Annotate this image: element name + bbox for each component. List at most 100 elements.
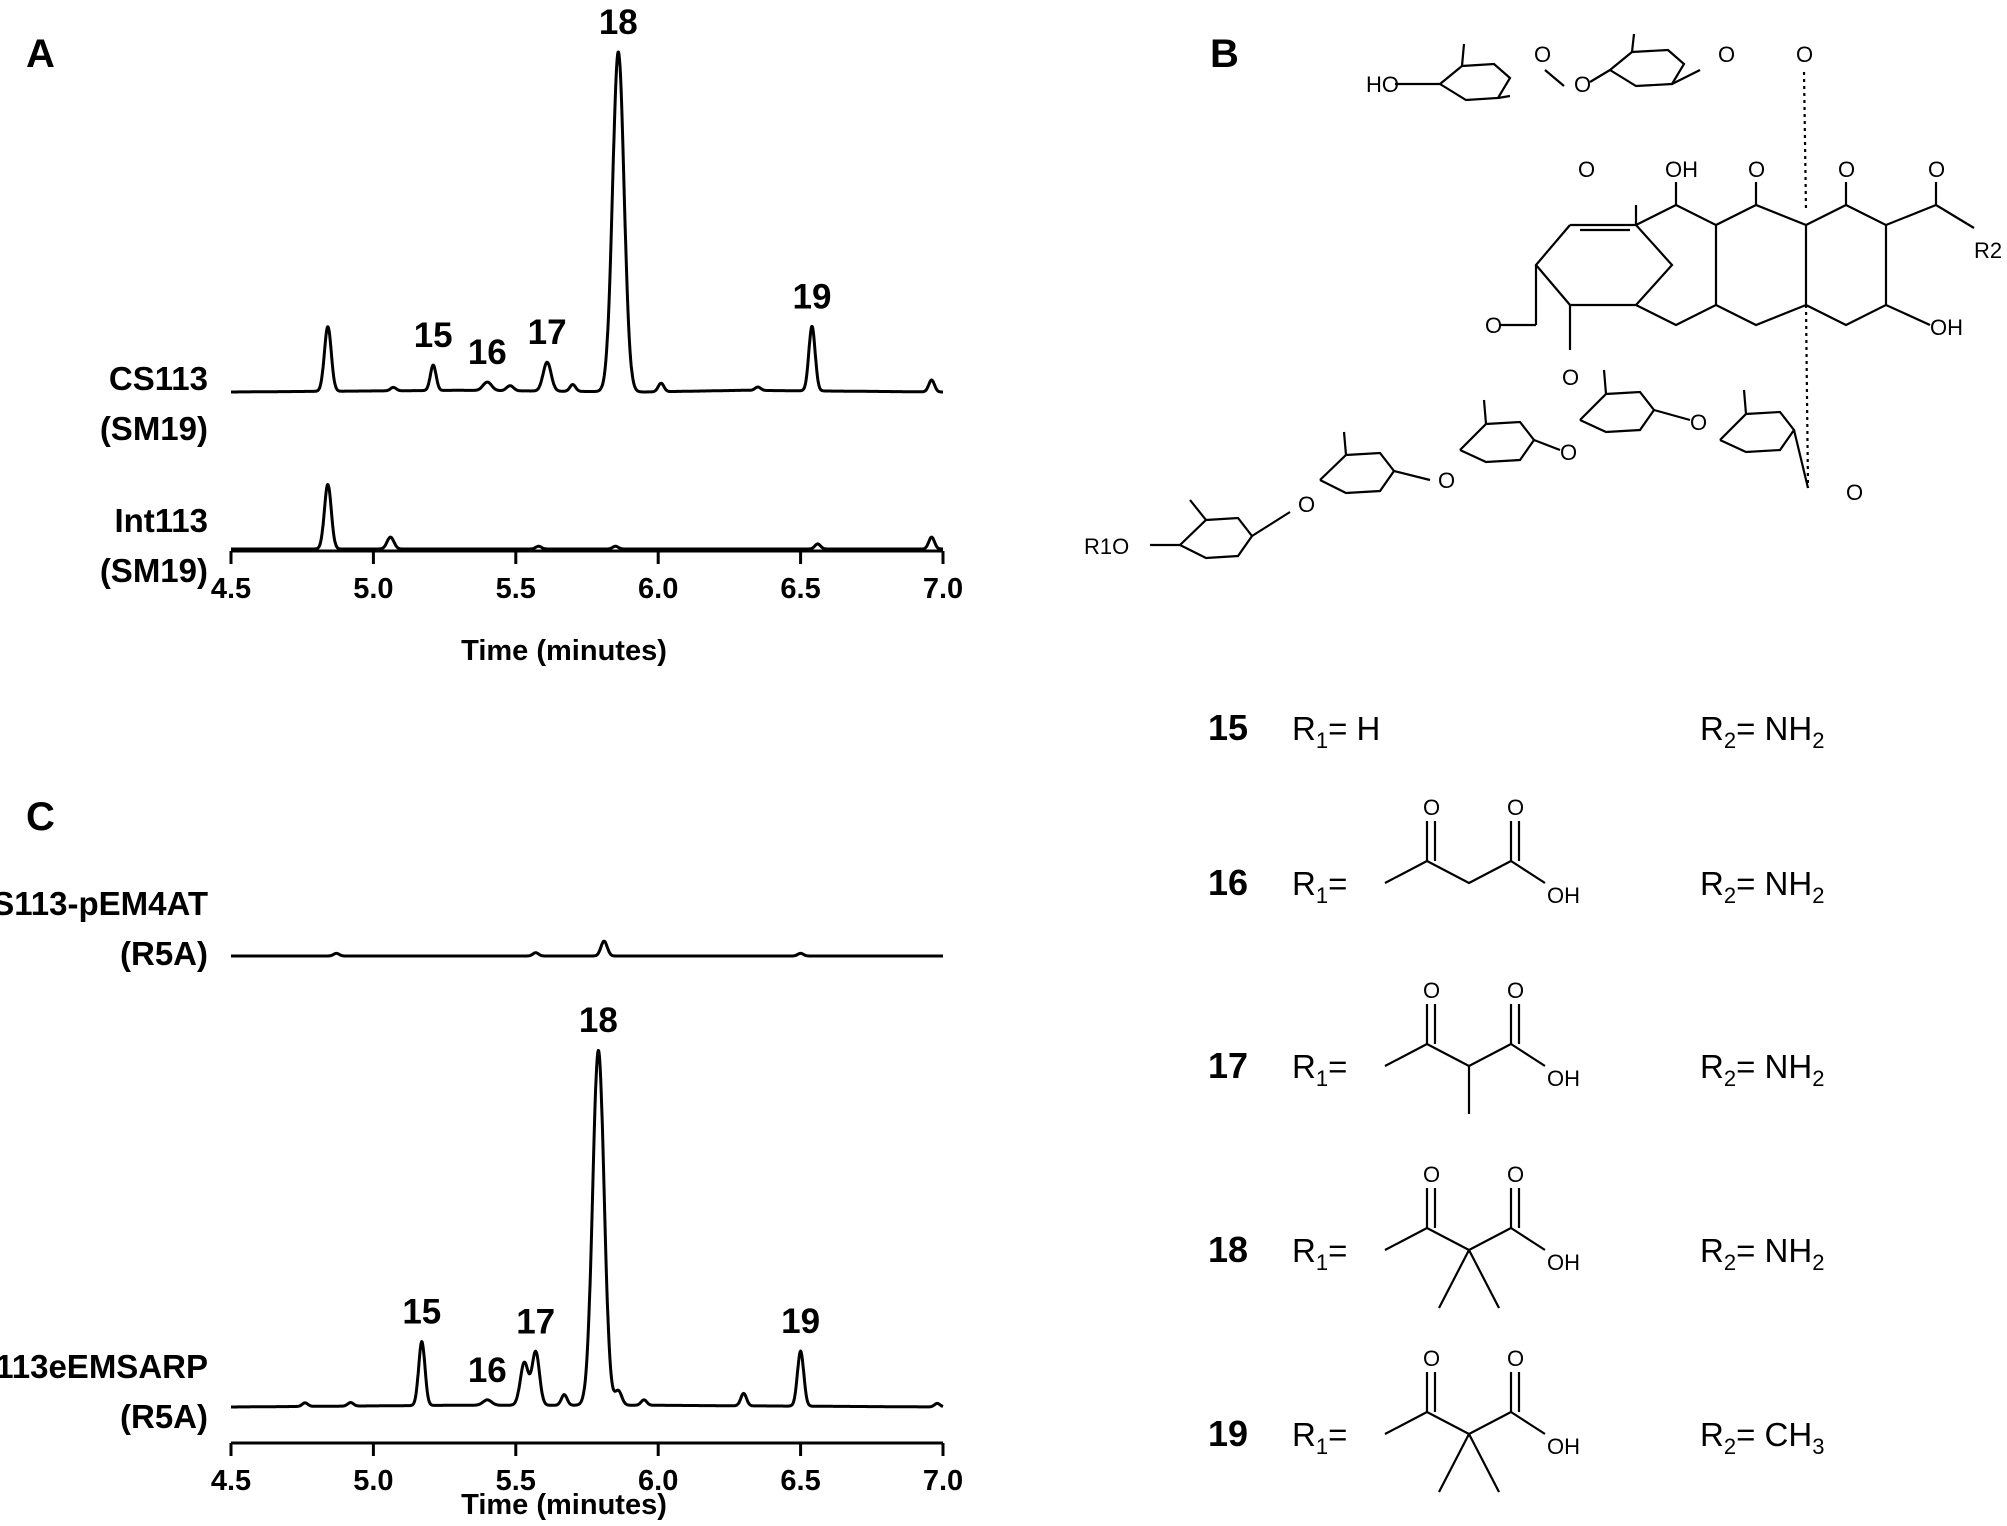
acyl-group-skeleton <box>1384 1004 1546 1114</box>
trace-line <box>230 483 944 551</box>
trace-line <box>230 50 944 394</box>
x-tick-label: 7.0 <box>923 1465 963 1497</box>
compound-row: 18 R1= R2= NH2 O O OH <box>1208 1162 1824 1309</box>
ring-oxygen-label: O <box>1298 492 1315 517</box>
ring-oxygen-label: O <box>1438 468 1455 493</box>
sugar-ring <box>1395 43 1512 102</box>
trace-label-line1: CS113 <box>109 360 208 397</box>
ring-oxygen-label: O <box>1574 72 1591 97</box>
trace-line <box>230 939 944 958</box>
hydroxyl-label: OH <box>1547 1250 1580 1275</box>
trace-label-line2: (R5A) <box>120 1398 208 1435</box>
x-tick-label: 5.5 <box>496 1465 536 1497</box>
peak-label: 16 <box>468 1351 507 1390</box>
r2-definition: R2= NH2 <box>1700 865 1824 908</box>
x-tick-label: 6.0 <box>638 1465 678 1497</box>
carbonyl-oxygen-label: O <box>1423 978 1440 1003</box>
compound-number: 17 <box>1208 1045 1248 1086</box>
compound-number: 15 <box>1208 707 1248 748</box>
hydroxyl-label: OH <box>1547 1066 1580 1091</box>
hydroxyl-label: OH <box>1547 1434 1580 1459</box>
peak-label: 16 <box>468 333 507 372</box>
r2-definition: R2= NH2 <box>1700 1048 1824 1091</box>
peak-label: 18 <box>579 1001 618 1040</box>
aglycone-core <box>1500 182 1975 489</box>
carbonyl-oxygen-label: O <box>1423 1346 1440 1371</box>
keto-oxygen-label: O <box>1748 157 1765 182</box>
trace-line <box>230 1049 944 1409</box>
peak-label: 18 <box>599 3 638 42</box>
compound-number: 18 <box>1208 1229 1248 1270</box>
sugar-chain <box>1150 369 1810 560</box>
trace-label-line1: CS113-pEM4AT <box>0 885 208 922</box>
hydroxyl-label: OH <box>1547 883 1580 908</box>
hydroxyl-label: HO <box>1366 72 1399 97</box>
x-tick-label: 4.5 <box>211 573 251 605</box>
panel-letter-c: C <box>26 795 55 839</box>
r2-definition: R2= CH3 <box>1700 1416 1824 1459</box>
trace-label-line2: (SM19) <box>100 410 208 447</box>
x-tick-label: 5.0 <box>353 1465 393 1497</box>
peak-label: 19 <box>793 277 832 316</box>
ring-oxygen-label: O <box>1718 42 1735 67</box>
x-tick-label: 6.5 <box>780 573 820 605</box>
r2-definition: R2= NH2 <box>1700 1232 1824 1275</box>
chemical-structure: HO O O O O <box>1084 33 2002 1493</box>
acyl-group-skeleton <box>1384 821 1546 885</box>
x-tick-label: 6.0 <box>638 573 678 605</box>
compound-number: 19 <box>1208 1413 1248 1454</box>
peak-label: 17 <box>528 313 567 352</box>
x-tick-label: 5.0 <box>353 573 393 605</box>
carbonyl-oxygen-label: O <box>1423 1162 1440 1187</box>
panel-letter-a: A <box>26 32 55 76</box>
chromatogram-a: CS113 (SM19) Int113 (SM19) 15 16 17 18 19 4.… <box>100 3 963 667</box>
carbonyl-oxygen-label: O <box>1423 795 1440 820</box>
ring-oxygen-label: O <box>1846 480 1863 505</box>
r2-definition: R2= NH2 <box>1700 710 1824 753</box>
r1-definition: R1= <box>1292 1416 1347 1459</box>
hydroxyl-label: OH <box>1930 315 1963 340</box>
x-tick-label: 7.0 <box>923 573 963 605</box>
carbonyl-oxygen-label: O <box>1507 978 1524 1003</box>
keto-oxygen-label: O <box>1928 157 1945 182</box>
ring-oxygen-label: O <box>1690 410 1707 435</box>
methoxy-oxygen-label: O <box>1485 313 1502 338</box>
acyl-group-skeleton <box>1384 1372 1546 1493</box>
trace-label-line2: (R5A) <box>120 935 208 972</box>
chromatogram-c: CS113-pEM4AT (R5A) 113eEMSARP (R5A) 15 16… <box>0 885 963 1521</box>
sugar-ring <box>1544 33 1701 88</box>
trace-label-line1: 113eEMSARP <box>0 1348 208 1385</box>
keto-oxygen-label: O <box>1578 157 1595 182</box>
ring-oxygen-label: O <box>1796 42 1813 67</box>
peak-label: 15 <box>402 1293 441 1332</box>
carbonyl-oxygen-label: O <box>1507 1162 1524 1187</box>
peak-label: 15 <box>414 316 453 355</box>
carbonyl-oxygen-label: O <box>1507 1346 1524 1371</box>
hydroxyl-label: OH <box>1665 157 1698 182</box>
ring-oxygen-label: O <box>1534 42 1551 67</box>
x-axis-title: Time (minutes) <box>461 1489 667 1521</box>
panel-letter-b: B <box>1210 32 1239 76</box>
peak-label: 17 <box>516 1302 555 1341</box>
x-tick-label: 4.5 <box>211 1465 251 1497</box>
compound-row: 19 R1= R2= CH3 O O OH <box>1208 1346 1824 1493</box>
r1-definition: R1= <box>1292 865 1347 908</box>
carbonyl-oxygen-label: O <box>1507 795 1524 820</box>
ring-oxygen-label: O <box>1560 440 1577 465</box>
x-tick-label: 6.5 <box>780 1465 820 1497</box>
compound-row: 15 R1= H R2= NH2 <box>1208 707 1824 753</box>
r1-definition: R1= <box>1292 1232 1347 1275</box>
trace-label-line2: (SM19) <box>100 552 208 589</box>
r2-label: R2 <box>1974 238 2002 263</box>
compound-number: 16 <box>1208 862 1248 903</box>
acyl-group-skeleton <box>1384 1188 1546 1309</box>
trace-label-line1: Int113 <box>114 502 208 539</box>
r1o-label: R1O <box>1084 534 1129 559</box>
peak-label: 19 <box>781 1302 820 1341</box>
keto-oxygen-label: O <box>1562 365 1579 390</box>
r1-definition: R1= H <box>1292 710 1380 753</box>
x-tick-label: 5.5 <box>496 573 536 605</box>
